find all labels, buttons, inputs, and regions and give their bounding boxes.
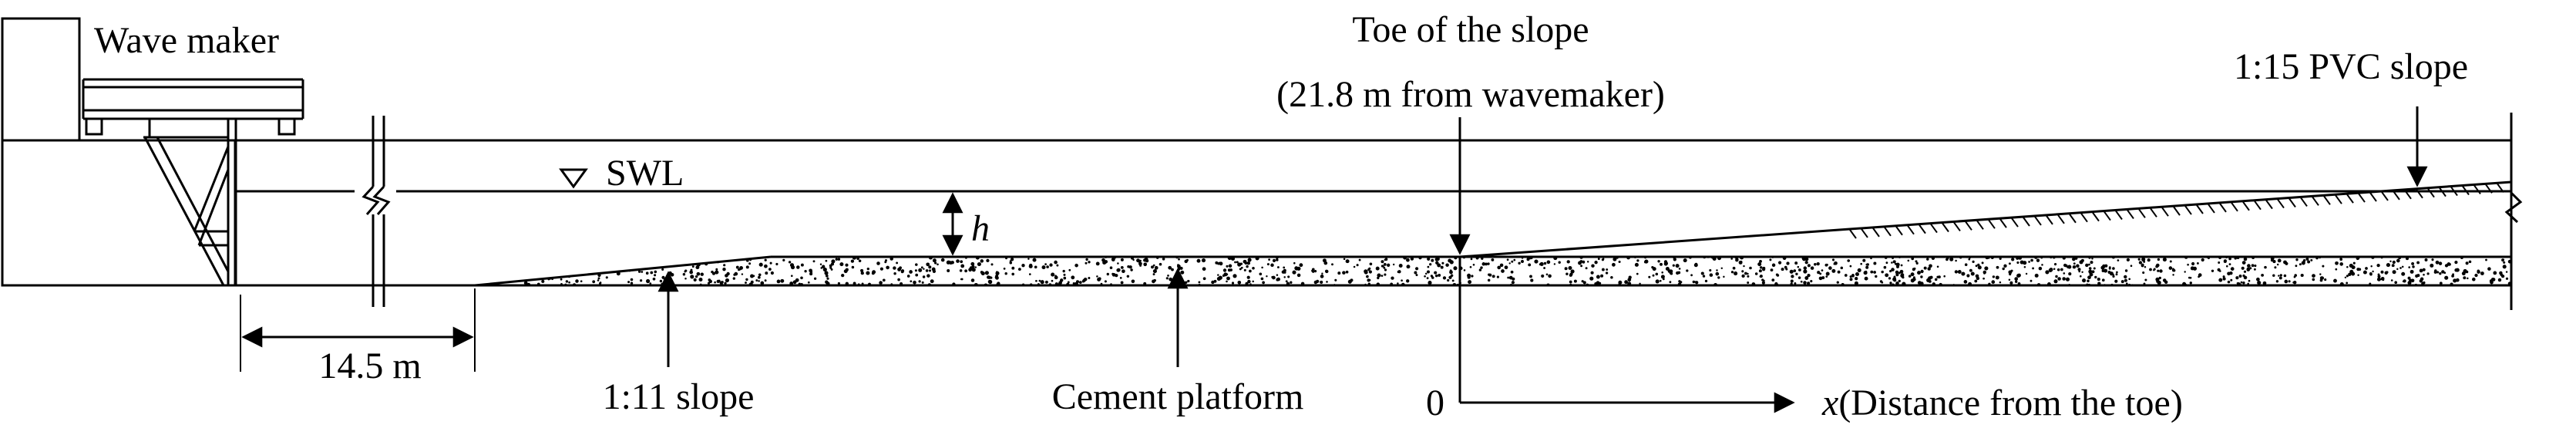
- pvc-slope-hatching: [1849, 183, 2504, 239]
- depth-label: h: [971, 208, 990, 249]
- x-axis-arrow: [1458, 257, 1795, 413]
- cement-platform-fill: [475, 257, 2511, 285]
- toe-label-title: Toe of the slope: [1352, 9, 1589, 50]
- cement-platform-label: Cement platform: [1052, 376, 1304, 417]
- slope-11-label: 1:11 slope: [603, 376, 755, 417]
- x-axis-label: x(Distance from the toe): [1821, 383, 2183, 423]
- x-origin-label: 0: [1426, 383, 1444, 423]
- pvc-slope-label: 1:15 PVC slope: [2234, 46, 2468, 87]
- toe-label-subtitle: (21.8 m from wavemaker): [1276, 74, 1665, 115]
- pvc-slope: [1459, 180, 2512, 258]
- flume-end-break-mark: [2504, 191, 2523, 224]
- distance-label: 14.5 m: [318, 346, 421, 386]
- swl-label: SWL: [606, 153, 684, 194]
- x-description-label: (Distance from the toe): [1838, 383, 2182, 423]
- swl-triangle-icon: [559, 168, 588, 189]
- distance-dimension: [240, 288, 476, 372]
- wave-maker-label: Wave maker: [94, 20, 279, 61]
- x-variable-label: x: [1821, 383, 1838, 423]
- wave-maker-structure: [1, 17, 304, 287]
- flume-break-mark: [362, 116, 391, 307]
